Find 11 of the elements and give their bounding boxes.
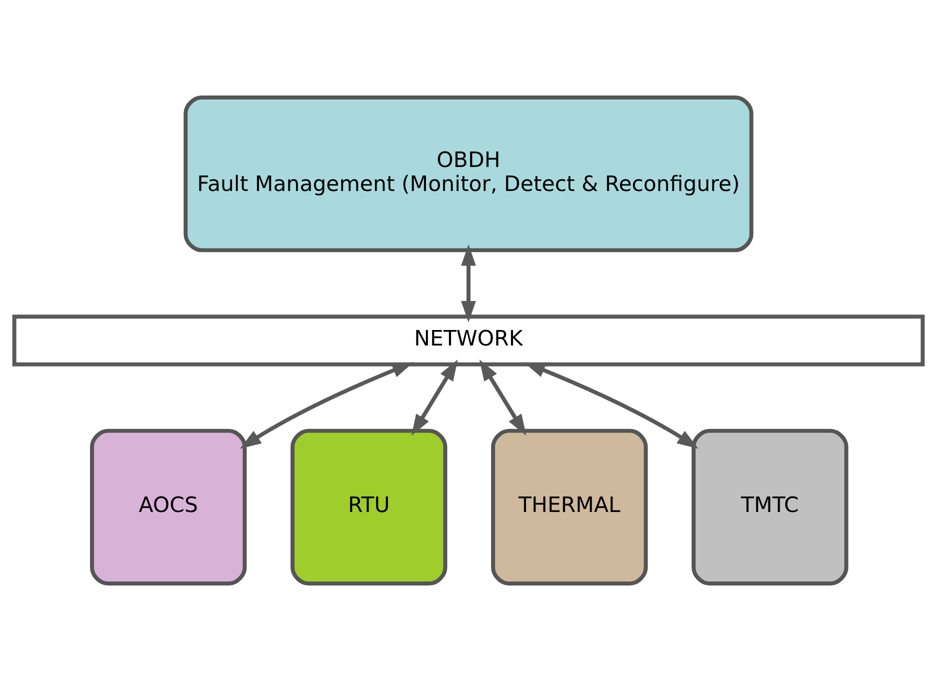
- node-box: AOCS: [90, 428, 246, 586]
- arrow: [460, 244, 476, 322]
- node-box: OBDH Fault Management (Monitor, Detect & Reconfigure): [183, 95, 753, 252]
- arrow: [410, 359, 458, 436]
- arrow: [523, 362, 698, 449]
- node-box: RTU: [290, 428, 447, 586]
- node-box: NETWORK: [12, 314, 924, 366]
- node-box: TMTC: [691, 428, 848, 586]
- arrow: [239, 362, 414, 449]
- node-box: THERMAL: [490, 428, 648, 586]
- arrow: [478, 360, 526, 436]
